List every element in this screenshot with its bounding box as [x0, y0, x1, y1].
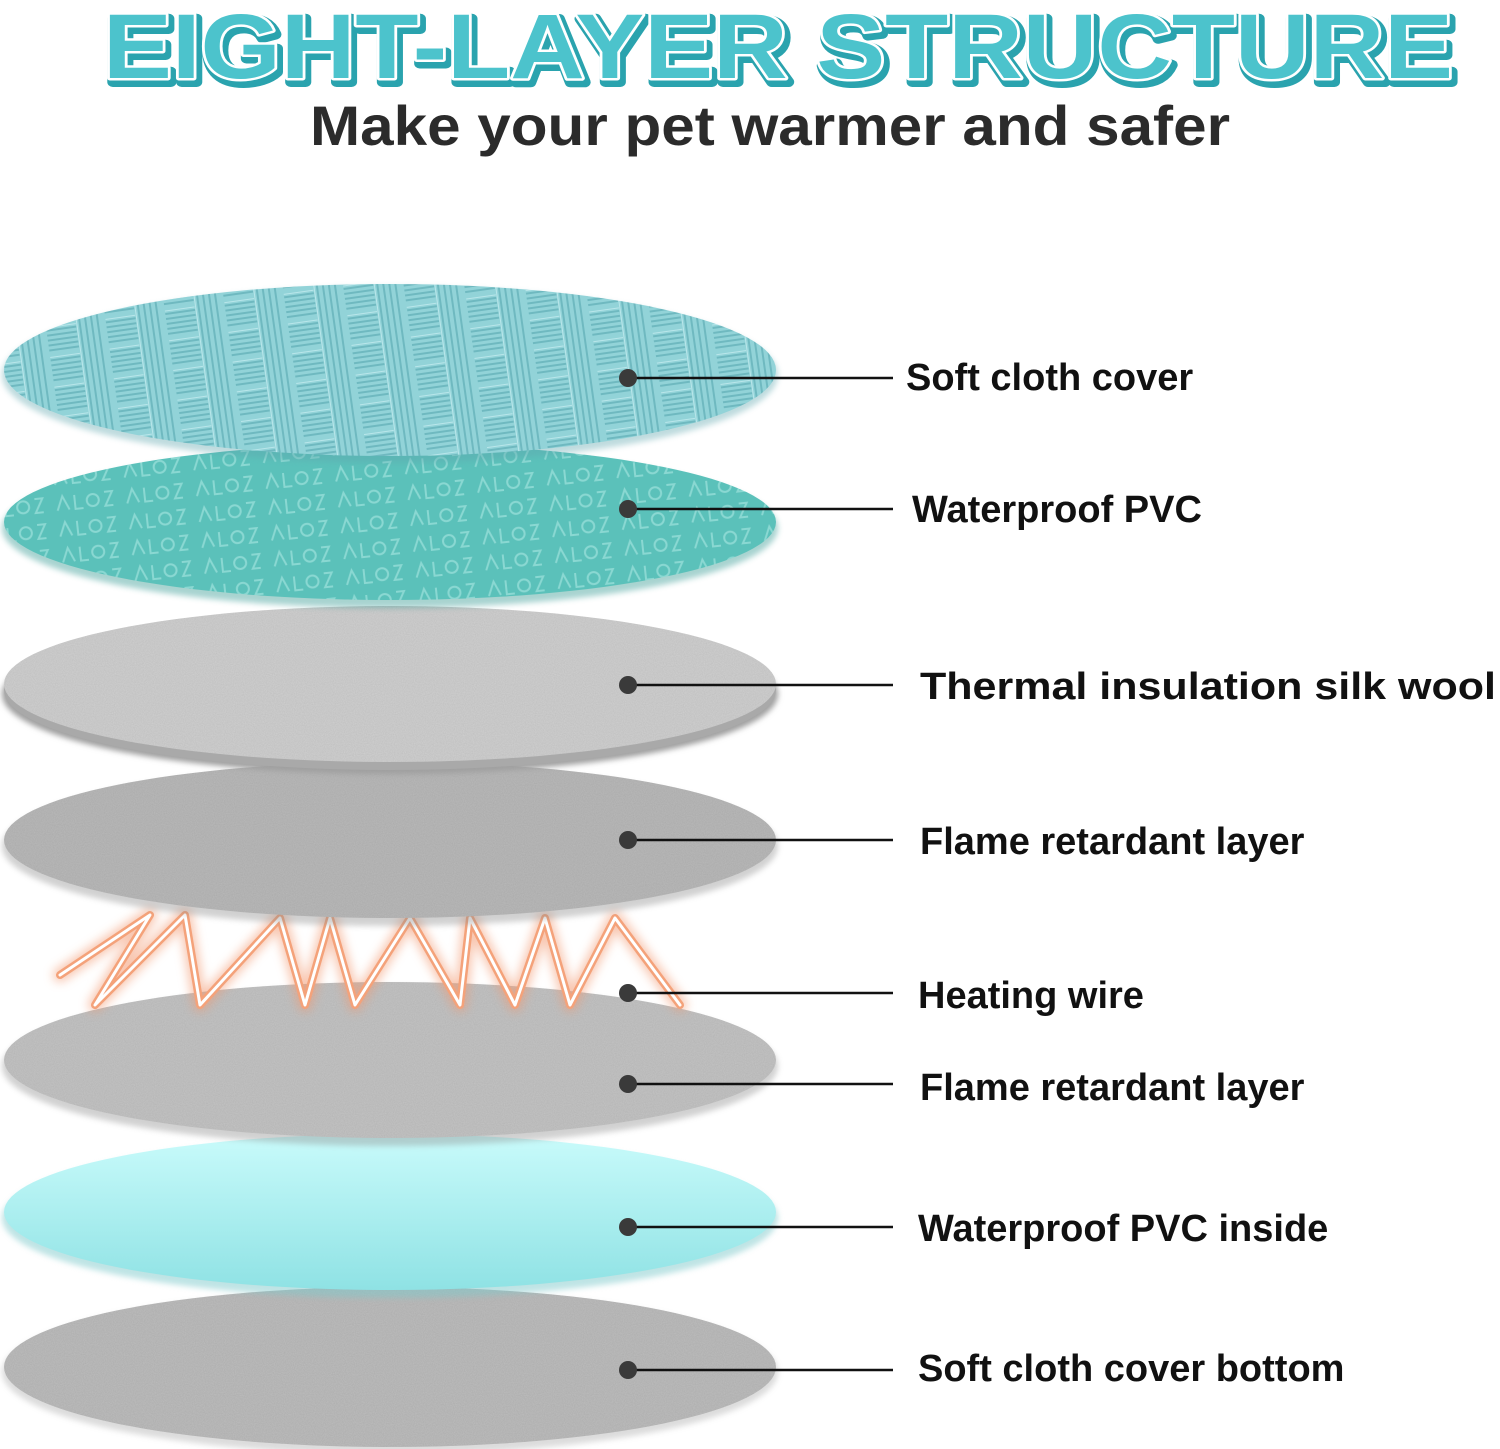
main-title: EIGHT-LAYER STRUCTURE	[106, 0, 1456, 102]
marker-dot	[619, 369, 637, 387]
callouts: Soft cloth cover Waterproof PVC Thermal …	[619, 357, 1496, 1390]
callout-4: Flame retardant layer	[619, 821, 1305, 863]
label-soft-cloth-bottom: Soft cloth cover bottom	[918, 1348, 1344, 1390]
marker-dot	[619, 1218, 637, 1236]
label-waterproof-pvc-inside: Waterproof PVC inside	[918, 1208, 1328, 1250]
subtitle: Make your pet warmer and safer	[310, 94, 1230, 157]
header: EIGHT-LAYER STRUCTURE EIGHT-LAYER STRUCT…	[101, 0, 1462, 157]
callout-8: Soft cloth cover bottom	[619, 1348, 1344, 1390]
label-waterproof-pvc: Waterproof PVC	[912, 489, 1202, 531]
marker-dot	[619, 1075, 637, 1093]
callout-3: Thermal insulation silk wool	[619, 666, 1496, 708]
layer-flame-retardant-2	[2, 982, 778, 1146]
layer-thermal-wool	[2, 606, 778, 774]
callout-6: Flame retardant layer	[619, 1067, 1305, 1109]
label-flame-retardant-1: Flame retardant layer	[920, 821, 1305, 863]
layer-waterproof-pvc	[2, 444, 778, 608]
layer-pvc-inside	[2, 1134, 778, 1298]
layer-stack	[2, 284, 778, 1449]
marker-dot	[619, 676, 637, 694]
marker-dot	[619, 1361, 637, 1379]
label-heating-wire: Heating wire	[918, 975, 1144, 1017]
layer-soft-cloth-cover	[2, 284, 778, 463]
marker-dot	[619, 500, 637, 518]
marker-dot	[619, 984, 637, 1002]
layer-soft-cloth-bottom	[2, 1287, 778, 1449]
layer-flame-retardant-1	[2, 762, 778, 926]
label-flame-retardant-2: Flame retardant layer	[920, 1067, 1305, 1109]
callout-1: Soft cloth cover	[619, 357, 1193, 399]
main-title-outline: EIGHT-LAYER STRUCTURE	[103, 0, 1453, 98]
label-soft-cloth-cover: Soft cloth cover	[906, 357, 1193, 399]
callout-5: Heating wire	[619, 975, 1144, 1017]
callout-2: Waterproof PVC	[619, 489, 1202, 531]
layer-heating-wire	[53, 908, 687, 1012]
callout-7: Waterproof PVC inside	[619, 1208, 1328, 1250]
marker-dot	[619, 831, 637, 849]
label-thermal-insulation: Thermal insulation silk wool	[920, 666, 1496, 708]
